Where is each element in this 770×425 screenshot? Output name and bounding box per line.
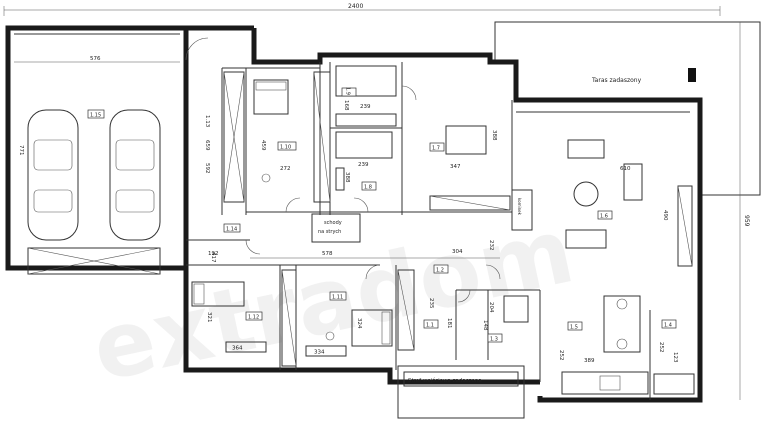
terrace-depth: 959: [743, 215, 750, 227]
garage: 576 771 1.15: [5, 25, 189, 275]
terrace: 959 Taras zadaszony: [494, 21, 761, 400]
bedroom-1-10: 1.10 272 459: [253, 79, 297, 183]
doors: [185, 37, 501, 303]
svg-text:168: 168: [343, 100, 349, 111]
svg-text:459: 459: [260, 140, 266, 151]
svg-text:204: 204: [488, 302, 494, 313]
svg-text:1.13: 1.13: [204, 115, 210, 128]
bedroom-1-11: 1.11 324 334: [305, 291, 393, 357]
svg-text:1.9: 1.9: [345, 87, 351, 95]
pantry-1-4: 1.4 252 123: [653, 319, 695, 395]
hall-1-1: 235 1.1 181: [423, 298, 452, 329]
svg-text:1.8: 1.8: [364, 185, 372, 191]
svg-text:1.12: 1.12: [248, 315, 259, 321]
room-1-13: 1.13 659 592: [204, 115, 210, 174]
wc-1-3: 204 148 1.3: [482, 295, 529, 343]
svg-text:schody: schody: [324, 220, 342, 226]
svg-text:1.11: 1.11: [332, 295, 343, 301]
svg-text:252: 252: [658, 342, 664, 353]
bedroom-1-7: 1.7 347 388: [429, 125, 497, 170]
garage-depth: 771: [18, 145, 24, 156]
svg-text:235: 235: [428, 298, 434, 309]
svg-text:388: 388: [344, 172, 350, 183]
svg-text:na strych: na strych: [318, 229, 341, 235]
terrace-label: Taras zadaszony: [591, 77, 642, 84]
svg-text:304: 304: [452, 249, 463, 255]
svg-text:610: 610: [620, 166, 631, 172]
svg-text:324: 324: [356, 318, 362, 329]
svg-text:239: 239: [360, 104, 371, 110]
room-1-14: 1.14 417: [210, 223, 241, 263]
svg-text:334: 334: [314, 350, 325, 356]
svg-text:232: 232: [488, 240, 494, 251]
kitchen-1-5: 1.5 389 252: [558, 295, 649, 395]
bathroom-1-8: 239 1.8 388: [335, 131, 393, 191]
svg-text:1.1: 1.1: [426, 323, 434, 329]
car-icon: [109, 109, 161, 241]
bedroom-1-12: 1.12 321 364: [191, 281, 267, 353]
svg-text:1.3: 1.3: [490, 337, 498, 343]
svg-text:1.5: 1.5: [570, 325, 578, 331]
overall-dimension: 2400: [3, 3, 721, 16]
svg-text:321: 321: [206, 312, 212, 323]
svg-text:123: 123: [672, 352, 678, 363]
car-icon: [27, 109, 79, 241]
svg-text:1.4: 1.4: [664, 323, 672, 329]
svg-text:490: 490: [662, 210, 668, 221]
bathroom-1-9: 1.9 239 168: [335, 65, 397, 127]
room-1-15: 1.15: [90, 113, 101, 119]
svg-text:659: 659: [204, 140, 210, 151]
front-terrace: Stref wejściowa zadaszona: [397, 365, 525, 419]
svg-text:239: 239: [358, 162, 369, 168]
svg-text:1.2: 1.2: [436, 268, 444, 274]
svg-text:252: 252: [558, 350, 564, 361]
svg-text:Stref wejściowa zadaszona: Stref wejściowa zadaszona: [408, 377, 482, 384]
svg-text:389: 389: [584, 358, 595, 364]
svg-text:592: 592: [204, 163, 210, 174]
stairs: schody na strych: [311, 213, 361, 243]
svg-text:578: 578: [322, 251, 333, 257]
svg-text:192: 192: [208, 251, 219, 257]
wardrobes: [223, 71, 693, 367]
main-walls: [183, 25, 703, 403]
hall-1-2: 192 578 304 232 1.2: [208, 240, 500, 274]
svg-text:272: 272: [280, 166, 291, 172]
svg-text:1.14: 1.14: [226, 227, 237, 233]
svg-text:347: 347: [450, 164, 461, 170]
svg-text:1.10: 1.10: [280, 145, 291, 151]
garage-width: 576: [90, 56, 101, 62]
svg-text:1.6: 1.6: [600, 214, 608, 220]
svg-text:388: 388: [491, 130, 497, 141]
svg-text:181: 181: [446, 318, 452, 329]
overall-width-label: 2400: [348, 3, 363, 10]
living-room-1-6: 1.6 610 490 kominek: [511, 111, 690, 249]
svg-text:1.7: 1.7: [432, 146, 440, 152]
svg-text:417: 417: [210, 252, 216, 263]
svg-text:364: 364: [232, 346, 243, 352]
svg-text:148: 148: [482, 320, 488, 331]
fireplace-label: kominek: [517, 198, 522, 216]
